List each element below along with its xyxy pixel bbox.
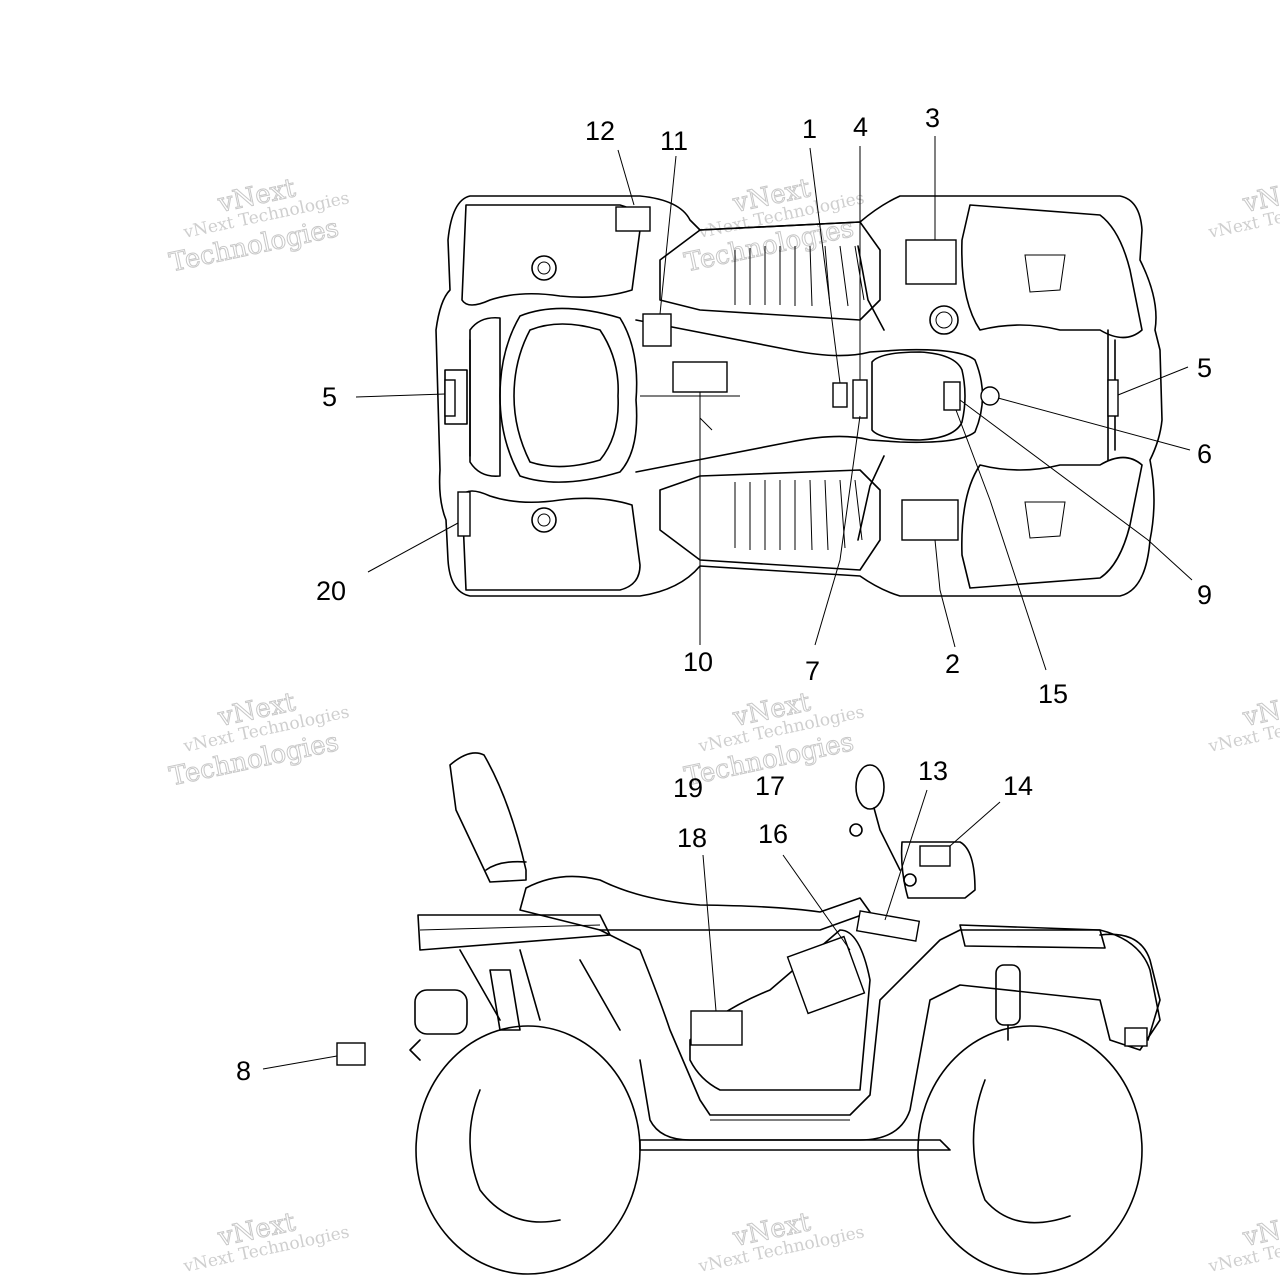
callout-5-rear: 5 (322, 382, 337, 412)
callout-13: 13 (918, 756, 948, 786)
decal-18 (690, 1010, 743, 1046)
front-rack (961, 204, 1143, 339)
seat-side (519, 875, 871, 931)
handlebar-right (857, 455, 885, 541)
decal-2 (901, 499, 959, 541)
mirror (855, 764, 885, 810)
watermark-group: vNext Technologies vNext Technologies vN… (166, 173, 1280, 1277)
callout-19: 19 (673, 773, 703, 803)
footwell-left (659, 221, 881, 321)
watermark: vNext Technologies vNext (181, 1207, 351, 1277)
top-body-outline (435, 195, 1163, 597)
callout-7: 7 (805, 656, 820, 686)
watermark: vNext Technologies vNext (1206, 173, 1280, 243)
rear-rack-side (417, 914, 611, 951)
decal-9 (943, 381, 961, 411)
callout-12: 12 (585, 116, 615, 146)
watermark: vNext Technologies vNext Technologies (166, 173, 351, 279)
svg-text:vNext: vNext (1240, 1207, 1280, 1253)
decal-12 (615, 206, 651, 232)
fuel-cap (929, 305, 959, 335)
decal-front-side (1124, 1027, 1148, 1047)
front-rack-side (959, 924, 1106, 949)
callout-17: 17 (755, 771, 785, 801)
callout-20: 20 (316, 576, 346, 606)
callout-10: 10 (683, 647, 713, 677)
footwell-treads (734, 245, 865, 551)
footwell-right (659, 469, 881, 571)
top-view-leaders (355, 136, 1193, 671)
callout-15: 15 (1038, 679, 1068, 709)
callout-6: 6 (1197, 439, 1212, 469)
decal-6 (980, 386, 1000, 406)
headlight-pod (900, 841, 976, 899)
front-wheel (917, 1025, 1143, 1275)
callout-9: 9 (1197, 580, 1212, 610)
handlebar-side (873, 807, 901, 871)
callout-labels: 12 11 1 4 3 5 5 6 9 20 10 7 2 15 13 14 1… (236, 103, 1212, 1086)
callout-1: 1 (802, 114, 817, 144)
side-view-decals (336, 845, 1148, 1066)
passenger-backrest (449, 752, 527, 883)
svg-text:vNext: vNext (1240, 173, 1280, 219)
decal-10 (672, 361, 728, 393)
watermark: vNext Technologies vNext (696, 1207, 866, 1277)
callout-3: 3 (925, 103, 940, 133)
decal-13 (855, 910, 921, 942)
rear-wheel (415, 1025, 641, 1275)
atv-top-view (435, 195, 1163, 597)
decal-8 (336, 1042, 366, 1066)
callout-18: 18 (677, 823, 707, 853)
decal-5-rear (444, 379, 456, 417)
decal-3 (905, 239, 957, 285)
decal-20 (457, 491, 471, 537)
decal-1 (832, 382, 848, 408)
seat (499, 307, 638, 483)
callout-11: 11 (660, 126, 688, 156)
watermark: vNext Technologies vNext (1206, 1207, 1280, 1277)
watermark: vNext Technologies vNext Technologies (681, 173, 866, 279)
callout-14: 14 (1003, 771, 1033, 801)
decal-16 (786, 935, 866, 1015)
callout-2: 2 (945, 649, 960, 679)
callout-16: 16 (758, 819, 788, 849)
callout-5-front: 5 (1197, 353, 1212, 383)
callout-4: 4 (853, 112, 868, 142)
decal-4 (852, 379, 868, 419)
watermark: vNext Technologies vNext (1206, 687, 1280, 757)
decal-5-front (1107, 379, 1119, 417)
top-view-decals (444, 206, 1119, 541)
body-side (599, 929, 1161, 1141)
handlebar-left (857, 245, 885, 331)
rear-rack (461, 204, 641, 306)
watermark: vNext Technologies vNext Technologies (166, 687, 351, 793)
side-view-leaders (262, 789, 1001, 1070)
atv-side-view (409, 752, 1161, 1275)
svg-text:vNext: vNext (1240, 687, 1280, 733)
callout-8: 8 (236, 1056, 251, 1086)
decal-11 (642, 313, 672, 347)
decal-14 (919, 845, 951, 867)
